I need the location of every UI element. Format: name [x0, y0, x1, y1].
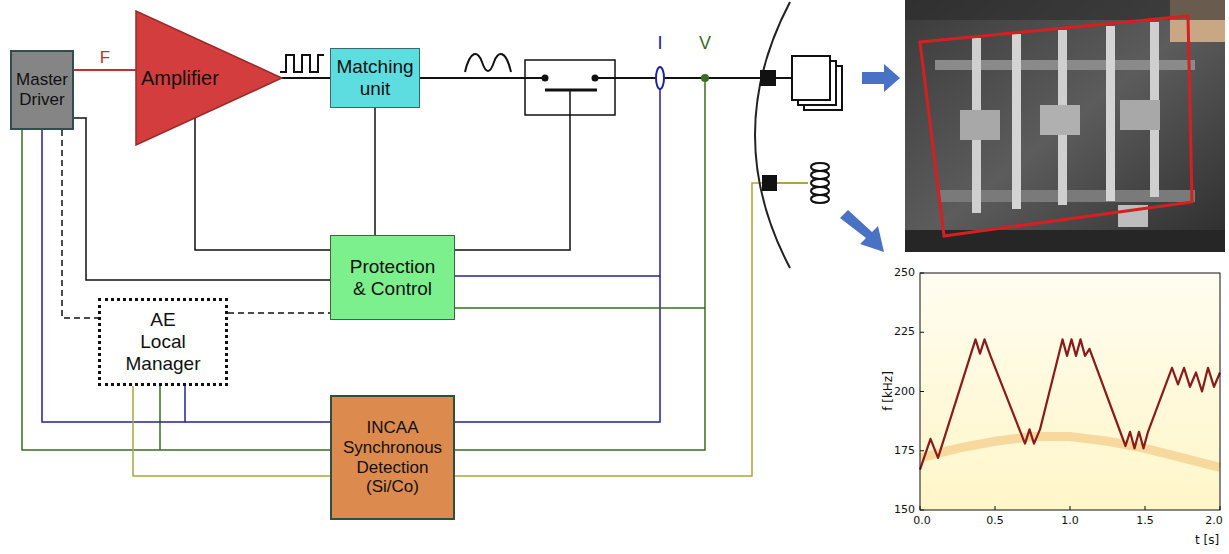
coil-symbol [811, 163, 829, 203]
voltage-wire [455, 82, 705, 450]
box-label: Amplifier [141, 67, 219, 90]
axis-tick [1145, 506, 1146, 510]
voltage-wire [455, 307, 705, 309]
switch-contact [592, 75, 599, 82]
antenna-photo [905, 0, 1225, 252]
signal-connector [282, 77, 330, 79]
amplifier-triangle: Amplifier [135, 10, 283, 146]
pickup-wire [455, 183, 762, 476]
background-band [920, 437, 1220, 468]
axis-tick-label: 0.0 [913, 515, 931, 527]
axis-tick [920, 332, 924, 333]
matching-box: Matching unit [330, 48, 420, 108]
axis-tick [920, 273, 924, 274]
axis-tick-label: 1.0 [1061, 515, 1079, 527]
vessel-wall [755, 2, 790, 268]
voltage-tap [701, 74, 709, 82]
driver-box: Master Driver [10, 50, 74, 130]
current-wire [455, 275, 660, 277]
pulse-symbol [280, 55, 324, 72]
sine-symbol [465, 54, 511, 72]
switch-bar [545, 89, 597, 92]
axis-tick-label: 150 [894, 504, 915, 516]
box-label: Master Driver [16, 70, 68, 109]
switch-contact [542, 75, 549, 82]
box-label: AE Local Manager [126, 309, 201, 375]
axis-tick [920, 510, 924, 511]
axis-tick-label: 1.5 [1136, 515, 1154, 527]
axis-tick [920, 450, 924, 451]
feedthrough [762, 175, 777, 191]
main-line [420, 77, 525, 79]
signal-connector [195, 117, 330, 250]
block-arrow [862, 64, 900, 92]
signal-connector [133, 386, 330, 476]
signal-name: F [98, 49, 112, 68]
axis-tick [920, 391, 924, 392]
box-label: Protection & Control [350, 256, 436, 300]
coil-lead [777, 182, 808, 184]
axis-tick [920, 506, 921, 510]
signal-connector [228, 312, 330, 314]
current-wire [455, 89, 660, 422]
axis-tick-label: 250 [894, 267, 915, 279]
control-box: Protection & Control [330, 235, 455, 320]
axis-tick [1070, 506, 1071, 510]
box-label: Matching unit [336, 56, 413, 100]
antenna-lead [776, 77, 792, 79]
main-line [615, 77, 768, 79]
signal-connector [74, 69, 136, 71]
bus-tap [159, 386, 161, 450]
signal-connector [374, 108, 376, 235]
current-probe [656, 67, 664, 89]
axis-tick-label: 0.5 [986, 515, 1004, 527]
axis-tick [995, 506, 996, 510]
axis-title: f [kHz] [882, 371, 895, 411]
frequency-trace [920, 339, 1220, 469]
signal-connector [74, 118, 330, 280]
axis-tick-label: 200 [894, 386, 915, 398]
box-label: INCAA Synchronous Detection (Si/Co) [339, 418, 447, 496]
probe-name: I [657, 34, 662, 54]
antenna-symbol [792, 56, 830, 100]
chart-area [920, 273, 1220, 510]
detection-box: INCAA Synchronous Detection (Si/Co) [330, 395, 455, 520]
signal-connector [42, 130, 330, 422]
chart-frame [920, 273, 1220, 510]
block-arrow [840, 210, 884, 252]
axis-title: t [s] [1195, 534, 1219, 547]
signal-connector [62, 130, 98, 318]
probe-name: V [699, 34, 711, 54]
axis-tick-label: 225 [894, 326, 915, 338]
manager-box: AE Local Manager [98, 298, 228, 386]
bus-tap [184, 386, 186, 422]
switch-wire [455, 90, 570, 250]
signal-connector [22, 130, 330, 450]
axis-tick-label: 2.0 [1205, 515, 1223, 527]
feedthrough [760, 70, 776, 86]
axis-tick-label: 175 [894, 445, 915, 457]
axis-tick [1220, 506, 1221, 510]
